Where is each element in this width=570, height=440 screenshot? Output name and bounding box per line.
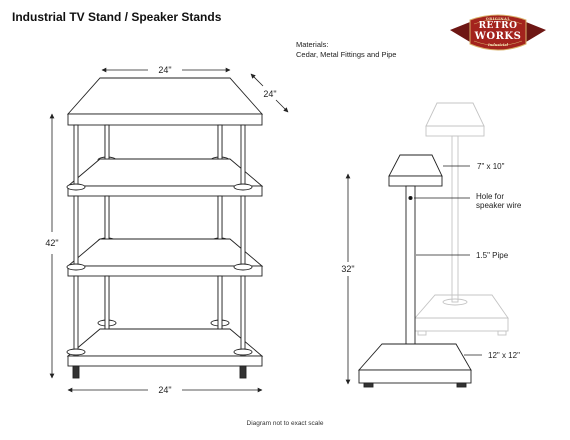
tv-height-label: 42" bbox=[45, 238, 58, 248]
materials-note: Materials: Cedar, Metal Fittings and Pip… bbox=[296, 40, 396, 60]
hole-label-line1: Hole for bbox=[476, 192, 504, 201]
tv-stand-drawing bbox=[66, 77, 264, 379]
speaker-height-label: 32" bbox=[341, 264, 354, 274]
logo-works-text: WORKS bbox=[474, 31, 522, 42]
front-pipes bbox=[73, 124, 246, 357]
shelf-bottom bbox=[66, 328, 264, 367]
speaker-stand-ghost bbox=[414, 102, 509, 336]
shelf-lower-middle bbox=[66, 238, 264, 277]
logo-sub-text: Industrial bbox=[487, 43, 509, 47]
tv-width-label: 24" bbox=[158, 65, 171, 75]
wire-hole-icon bbox=[408, 195, 413, 201]
shelf-top bbox=[66, 77, 264, 126]
speaker-stand-drawing bbox=[358, 154, 472, 388]
stand-feet bbox=[72, 365, 247, 379]
speaker-top-size-label: 7" x 10" bbox=[477, 162, 505, 171]
tv-dimensions bbox=[49, 67, 289, 393]
speaker-base-size-label: 12" x 12" bbox=[488, 351, 520, 360]
front-flanges bbox=[66, 183, 253, 356]
logo-badge-icon bbox=[450, 14, 546, 51]
hole-label-line2: speaker wire bbox=[476, 201, 522, 210]
tv-bottom-width-label: 24" bbox=[158, 385, 171, 395]
logo-retro-text: RETRO bbox=[478, 21, 518, 31]
scale-footnote: Diagram not to exact scale bbox=[246, 420, 324, 427]
tv-depth-label: 24" bbox=[263, 89, 276, 99]
pipe-size-label: 1.5" Pipe bbox=[476, 251, 509, 260]
back-pipe-segments bbox=[104, 124, 223, 330]
page-title: Industrial TV Stand / Speaker Stands bbox=[12, 10, 222, 24]
speaker-dimensions bbox=[345, 165, 482, 385]
logo-small-text: ORIGINAL bbox=[485, 17, 511, 21]
shelf-upper-middle bbox=[66, 158, 264, 197]
materials-list: Cedar, Metal Fittings and Pipe bbox=[296, 50, 397, 59]
materials-heading: Materials: bbox=[296, 40, 329, 49]
retro-works-logo: ORIGINAL RETRO WORKS Industrial bbox=[448, 8, 548, 58]
